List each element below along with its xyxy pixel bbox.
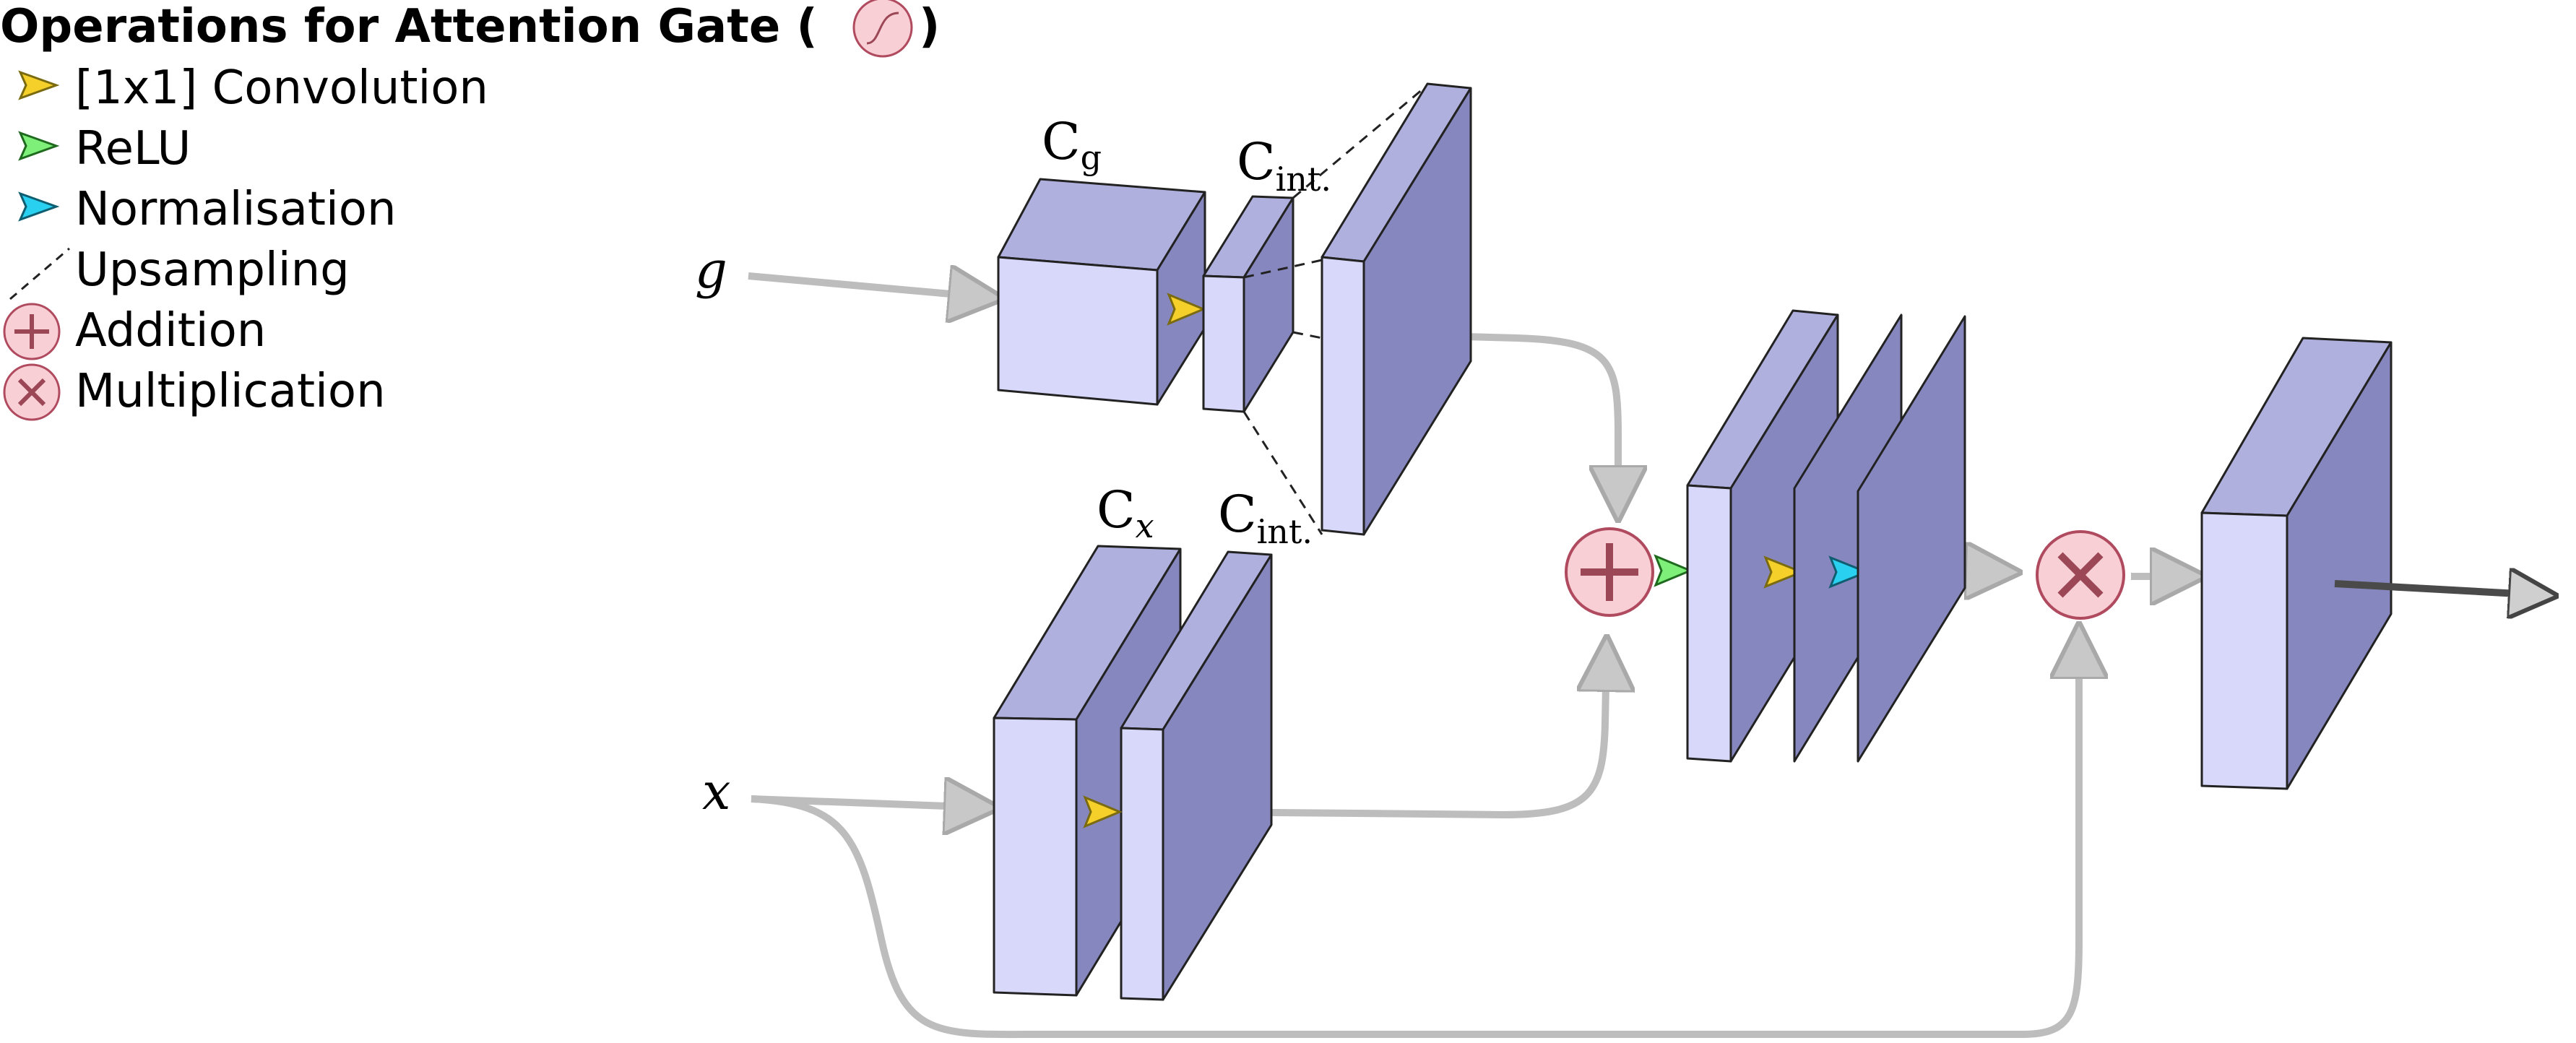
- conv-marker-x: [1083, 795, 1123, 828]
- arrow-x-to-add: [1204, 649, 1607, 819]
- addition-operator: [1565, 527, 1654, 617]
- legend: Operations for Attention Gate ( ) [1x1] …: [0, 0, 940, 421]
- block-cint-x: [1120, 550, 1273, 1001]
- cyan-triangle-icon: [18, 191, 60, 222]
- legend-item-conv: [1x1] Convolution: [75, 61, 488, 115]
- green-triangle-icon: [18, 131, 60, 161]
- legend-title-close: ): [919, 0, 940, 53]
- legend-item-addition: Addition: [75, 304, 266, 358]
- label-cint-bottom: Cint.: [1218, 485, 1313, 551]
- norm-marker: [1828, 555, 1870, 589]
- yellow-triangle-icon: [18, 70, 60, 100]
- block-relu-out: [1686, 309, 1839, 763]
- conv-marker-psi: [1763, 555, 1805, 589]
- block-output: [2200, 337, 2393, 790]
- arrow-output: [2334, 584, 2544, 595]
- arrow-x-skip-to-multiply: [751, 636, 2079, 1039]
- arrow-g-to-cg: [748, 276, 991, 298]
- block-cx: [993, 545, 1182, 997]
- legend-title: Operations for Attention Gate (: [0, 0, 818, 53]
- label-cg: Cg: [1042, 112, 1102, 177]
- block-attention-map: [1857, 315, 1966, 763]
- input-label-g: g: [695, 241, 727, 300]
- relu-marker: [1654, 554, 1693, 587]
- legend-item-upsampling: Upsampling: [75, 243, 350, 297]
- connections: [748, 276, 2193, 1039]
- sigmoid-icon: [852, 0, 913, 58]
- arrow-g-to-add: [1411, 332, 1618, 508]
- multiplication-operator: [2036, 530, 2125, 620]
- legend-item-norm: Normalisation: [75, 183, 397, 236]
- input-label-x: x: [702, 762, 730, 821]
- conv-marker-g: [1167, 293, 1206, 326]
- legend-item-relu: ReLU: [75, 122, 191, 176]
- times-circle-icon: [3, 363, 61, 421]
- block-cg: [997, 178, 1206, 406]
- block-upsampled-g: [1321, 82, 1472, 536]
- plus-circle-icon: [3, 303, 61, 360]
- label-cx: Cx: [1097, 480, 1154, 545]
- block-cint-g: [1202, 195, 1295, 413]
- upsampling-lines: [1242, 84, 1428, 535]
- block-labels: Cg Cint. Cx Cint.: [1042, 112, 1331, 551]
- dashed-line-icon: [9, 247, 70, 300]
- label-cint-top: Cint.: [1237, 132, 1331, 199]
- legend-item-multiplication: Multiplication: [75, 365, 386, 418]
